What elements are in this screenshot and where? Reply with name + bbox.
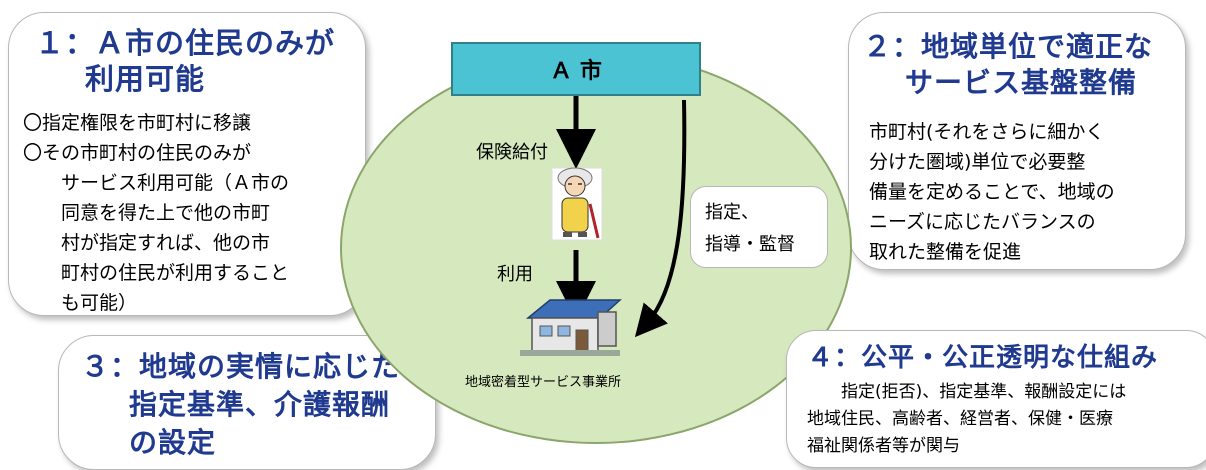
city-a-box: Ａ 市 [451,42,701,96]
panel-2-text: 取れた整備を促進 [869,241,1022,263]
panel-2-body: 市町村(それをさらに細かく 分けた圏域)単位で必要整 備量を定めることで、地域の… [869,117,1115,267]
elderly-person-icon [551,167,603,241]
panel-3-title-line-3: の設定 [129,426,217,459]
designation-label: 指定、 [705,202,759,223]
panel-fair-transparent: ４：公平・公正透明な仕組み 指定(拒否)、指定基準、報酬設定には 地域住民、高齢… [786,330,1206,468]
panel-2-text: 備量を定めることで、地域の [869,181,1115,203]
panel-1-text: も可能） [61,292,138,314]
panel-local-standards: ３：地域の実情に応じた 指定基準、介護報酬 の設定 [58,335,436,470]
panel-1-title-line-1: １：Ａ市の住民のみが [35,26,336,60]
panel-4-text: 地域住民、高齢者、経営者、保健・医療 [807,409,1113,429]
panel-4-title: ４：公平・公正透明な仕組み [807,343,1159,373]
panel-1-text: 〇指定権限を市町村に移譲 [23,112,252,134]
panel-3-title: ３：地域の実情に応じた 指定基準、介護報酬 の設定 [81,348,400,462]
panel-1-title-line-2: 利用可能 [85,62,206,96]
panel-1-text: 同意を得た上で他の市町 [61,202,271,224]
panel-3-title-line-1: ３：地域の実情に応じた [81,350,401,383]
designation-arrow [634,99,687,338]
panel-1-text: 町村の住民が利用すること [61,262,290,284]
panel-2-text: 市町村(それをさらに細かく [869,121,1105,143]
panel-2-title-line-2: サービス基盤整備 [905,66,1138,99]
panel-2-title-line-1: ２：地域単位で適正な [863,30,1154,63]
authority-box: 指定、 指導・監督 [690,186,828,268]
panel-4-body: 指定(拒否)、指定基準、報酬設定には 地域住民、高齢者、経営者、保健・医療 福祉… [807,379,1126,460]
panel-2-text: 分けた圏域)単位で必要整 [869,151,1086,173]
panel-1-title: １：Ａ市の住民のみが 利用可能 [35,25,335,97]
panel-3-title-line-2: 指定基準、介護報酬 [129,388,391,421]
facility-label: 地域密着型サービス事業所 [465,375,622,390]
guidance-supervision-label: 指導・監督 [705,234,795,255]
panel-resident-only: １：Ａ市の住民のみが 利用可能 〇指定権限を市町村に移譲 〇その市町村の住民のみ… [8,12,366,316]
panel-2-text: ニーズに応じたバランスの [869,211,1096,233]
usage-label: 利用 [497,264,533,285]
insurance-benefit-label: 保険給付 [476,142,548,163]
panel-1-body: 〇指定権限を市町村に移譲 〇その市町村の住民のみが サービス利用可能（Ａ市の 同… [23,108,289,318]
panel-4-text: 指定(拒否)、指定基準、報酬設定には [841,382,1127,402]
panel-1-text: サービス利用可能（Ａ市の [61,172,290,194]
city-a-label: Ａ 市 [550,59,602,84]
panel-regional-infrastructure: ２：地域単位で適正な サービス基盤整備 市町村(それをさらに細かく 分けた圏域)… [848,12,1186,270]
panel-2-title: ２：地域単位で適正な サービス基盤整備 [863,29,1153,101]
panel-1-text: 村が指定すれば、他の市 [61,232,271,254]
panel-1-text: 〇その市町村の住民のみが [23,142,252,164]
house-icon [520,299,622,356]
panel-4-text: 福祉関係者等が関与 [807,436,960,456]
